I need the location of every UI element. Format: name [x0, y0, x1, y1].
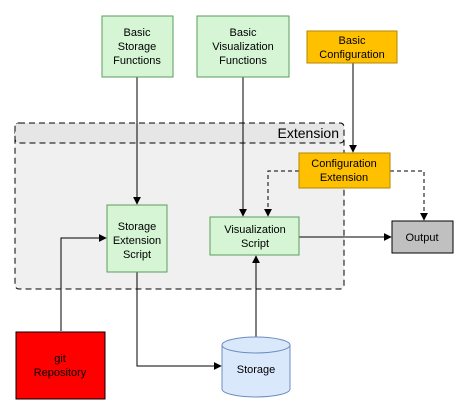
extension-group: Extension [14, 122, 345, 290]
storage-label: Storage [237, 364, 276, 376]
node-output: Output [391, 220, 454, 254]
storage-extension-script-line-3: Script [123, 249, 151, 261]
basic-visualization-line-3: Functions [219, 55, 267, 67]
edge-git-to-storage-script [60, 234, 107, 331]
extension-header-bar [14, 122, 345, 144]
node-storage-cylinder: Storage [221, 336, 291, 398]
basic-storage-line-1: Basic [124, 27, 151, 39]
configuration-extension-line-1: Configuration [311, 158, 376, 170]
connectors [60, 63, 428, 370]
edge-storage-script-to-storage [136, 272, 222, 370]
configuration-extension-line-2: Extension [320, 172, 368, 184]
extension-container [14, 122, 345, 290]
basic-visualization-line-1: Basic [230, 27, 257, 39]
extension-title: Extension [278, 125, 339, 141]
storage-extension-script-line-1: Storage [118, 221, 157, 233]
git-repository-line-1: git [54, 353, 66, 365]
output-label: Output [405, 232, 438, 244]
edge-configuration-extension-to-output [390, 170, 428, 221]
git-repository-line-2: Repository [34, 367, 87, 379]
basic-storage-line-2: Storage [118, 41, 157, 53]
storage-extension-script-line-2: Extension [113, 235, 161, 247]
edge-configuration-extension-to-visualization-script [264, 170, 299, 217]
storage-cylinder-top [221, 336, 291, 354]
basic-storage-line-3: Functions [113, 55, 161, 67]
basic-configuration-line-2: Configuration [319, 49, 384, 61]
basic-configuration-line-1: Basic [339, 35, 366, 47]
basic-visualization-line-2: Visualization [212, 41, 274, 53]
visualization-script-line-1: Visualization [224, 224, 286, 236]
visualization-script-line-2: Script [241, 238, 269, 250]
storage-cylinder-body [221, 345, 291, 398]
